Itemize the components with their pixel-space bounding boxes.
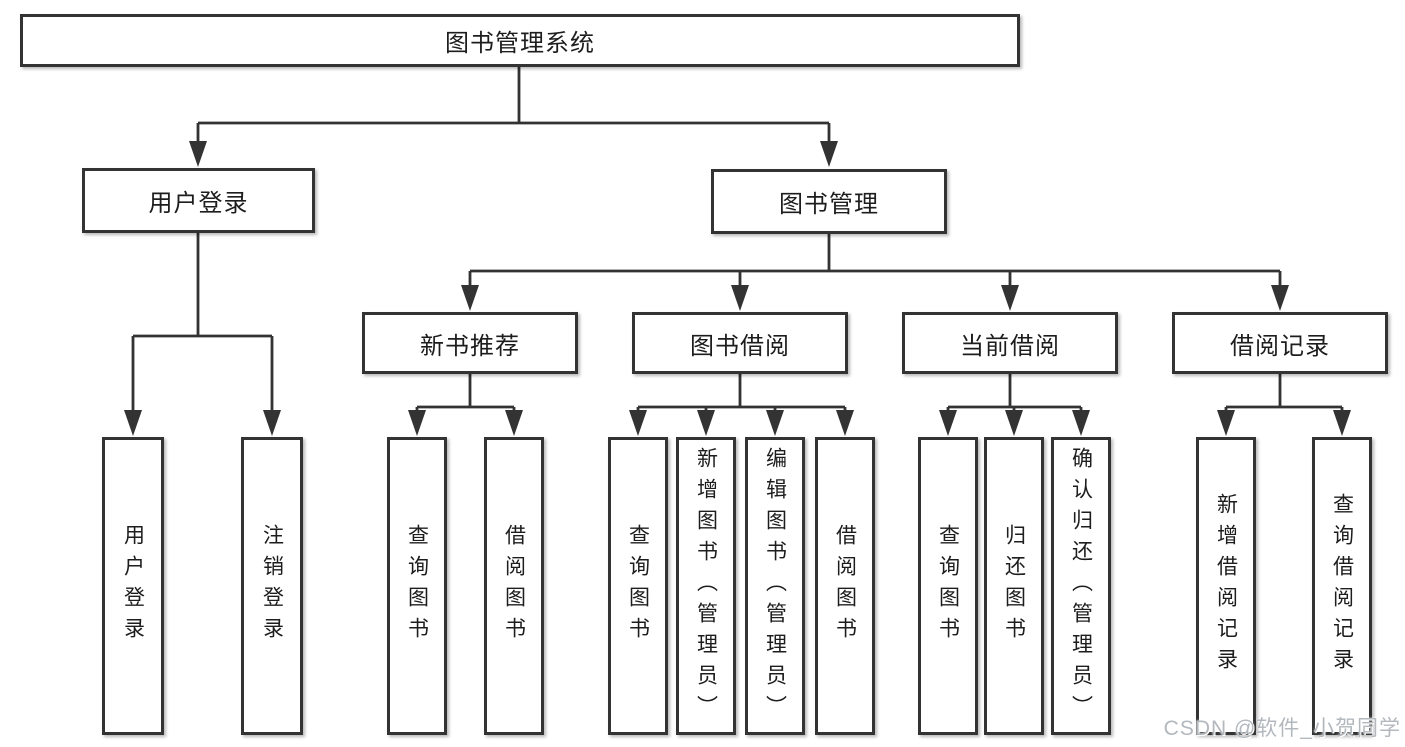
arrowhead (731, 285, 749, 311)
arrowhead (1072, 410, 1090, 436)
arrowhead (189, 141, 207, 167)
arrowhead (820, 141, 838, 167)
arrowhead (1005, 410, 1023, 436)
arrowhead (629, 410, 647, 436)
node-book-borrowing: 图书借阅 (632, 312, 848, 374)
node-current-borrowing: 当前借阅 (902, 312, 1118, 374)
node-library-management-system: 图书管理系统 (20, 14, 1020, 67)
node-borrowing-records: 借阅记录 (1172, 312, 1388, 374)
connector-stems (131, 67, 1344, 414)
node-user-login-leaf: 用户登录 (102, 437, 164, 735)
arrowhead (505, 410, 523, 436)
node-query-borrow-record: 查询借阅记录 (1312, 437, 1372, 735)
arrowhead (766, 410, 784, 436)
edge-newbook-to-leaves (415, 374, 516, 414)
node-newbook-borrow-books: 借阅图书 (484, 437, 544, 735)
node-user-login: 用户登录 (82, 168, 315, 233)
node-edit-book-admin: 编辑图书（管理员） (745, 437, 805, 735)
arrowhead (697, 410, 715, 436)
edge-bookborrow-to-leaves (636, 374, 847, 414)
arrowhead (461, 285, 479, 311)
node-return-books: 归还图书 (984, 437, 1044, 735)
node-book-management: 图书管理 (711, 169, 947, 234)
node-newbook-query-books: 查询图书 (387, 437, 447, 735)
node-confirm-return-admin: 确认归还（管理员） (1051, 437, 1111, 735)
edge-currentborrow-to-leaves (946, 374, 1083, 414)
edge-root-to-level2 (196, 67, 831, 147)
node-add-borrow-record: 新增借阅记录 (1196, 437, 1256, 735)
arrowhead (836, 410, 854, 436)
arrowhead (263, 410, 281, 436)
node-new-book-recommendation: 新书推荐 (362, 312, 578, 374)
edge-userlogin-to-leaves (131, 233, 274, 414)
arrowhead (939, 410, 957, 436)
node-borrow-query-books: 查询图书 (608, 437, 668, 735)
node-logout-leaf: 注销登录 (241, 437, 303, 735)
arrowhead (1271, 285, 1289, 311)
arrowhead (1001, 285, 1019, 311)
edge-borrowrecords-to-leaves (1224, 374, 1344, 414)
arrowhead (408, 410, 426, 436)
arrowhead (1217, 410, 1235, 436)
node-add-book-admin: 新增图书（管理员） (676, 437, 736, 735)
arrowheads (124, 141, 1351, 436)
arrowhead (124, 410, 142, 436)
csdn-watermark: CSDN @软件_小贺同学 (1163, 717, 1401, 740)
node-current-query-books: 查询图书 (918, 437, 978, 735)
node-borrow-books-leaf: 借阅图书 (815, 437, 875, 735)
edge-bookmgmt-to-groups (468, 234, 1282, 291)
arrowhead (1333, 410, 1351, 436)
